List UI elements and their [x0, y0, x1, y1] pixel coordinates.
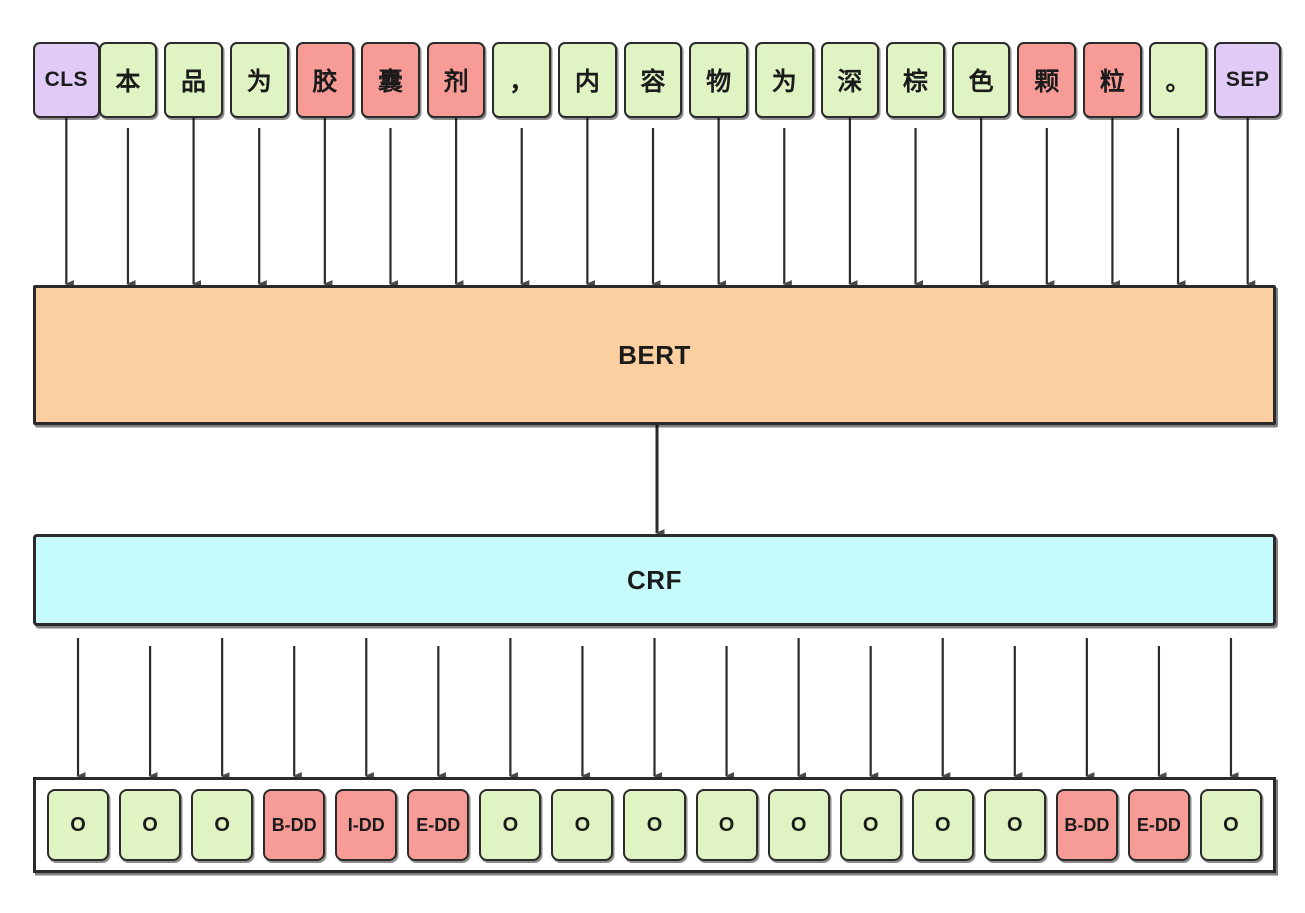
- input-token-label: 颗: [1034, 68, 1060, 96]
- input-token-label: ，: [509, 68, 535, 96]
- output-label-11[interactable]: O: [839, 789, 902, 861]
- input-token-8[interactable]: 内: [558, 42, 617, 118]
- input-token-label: 深: [837, 68, 863, 96]
- bert-layer[interactable]: BERT: [33, 285, 1276, 425]
- output-label-4[interactable]: I-DD: [335, 789, 398, 861]
- output-label-text: O: [934, 813, 951, 836]
- input-token-7[interactable]: ，: [492, 42, 552, 118]
- output-label-row: O O O B-DD I-DD E-DD O O O O O O O O B-DD E-DD O: [33, 789, 1276, 861]
- output-label-7[interactable]: O: [551, 789, 614, 861]
- output-label-text: O: [718, 813, 735, 836]
- input-token-10[interactable]: 物: [689, 42, 748, 118]
- input-token-12[interactable]: 深: [820, 42, 880, 118]
- output-label-text: O: [1223, 813, 1239, 836]
- output-label-2[interactable]: O: [191, 789, 254, 861]
- input-token-label: 粒: [1099, 68, 1125, 96]
- crf-layer-label: CRF: [627, 564, 682, 595]
- input-token-label: 。: [1165, 68, 1191, 96]
- output-label-text: O: [142, 813, 158, 836]
- input-token-5[interactable]: 囊: [361, 42, 420, 118]
- input-token-label: 为: [771, 68, 797, 96]
- output-label-8[interactable]: O: [623, 789, 686, 861]
- input-token-label: 囊: [377, 68, 403, 96]
- output-label-text: E-DD: [1136, 814, 1181, 835]
- input-token-label: CLS: [44, 68, 89, 91]
- output-label-text: O: [574, 813, 591, 836]
- input-token-label: 剂: [443, 68, 469, 96]
- input-token-9[interactable]: 容: [623, 42, 683, 118]
- output-label-14[interactable]: B-DD: [1055, 789, 1118, 861]
- output-label-5[interactable]: E-DD: [407, 789, 470, 861]
- input-token-1[interactable]: 本: [98, 42, 158, 118]
- input-token-label: 容: [640, 68, 666, 96]
- input-token-label: 内: [574, 68, 600, 96]
- input-token-15[interactable]: 颗: [1017, 42, 1077, 118]
- input-token-2[interactable]: 品: [164, 42, 223, 118]
- input-token-18[interactable]: SEP: [1214, 42, 1281, 118]
- output-label-text: O: [790, 813, 807, 836]
- output-label-16[interactable]: O: [1199, 789, 1262, 861]
- output-label-text: O: [646, 813, 663, 836]
- output-label-text: O: [214, 813, 230, 836]
- input-token-0[interactable]: CLS: [33, 42, 100, 118]
- output-label-6[interactable]: O: [479, 789, 542, 861]
- output-label-text: O: [502, 813, 519, 836]
- input-token-label: 物: [706, 68, 732, 96]
- input-token-label: SEP: [1225, 68, 1270, 91]
- input-token-3[interactable]: 为: [229, 42, 289, 118]
- input-token-13[interactable]: 棕: [886, 42, 945, 118]
- output-label-text: O: [862, 813, 879, 836]
- input-token-4[interactable]: 胶: [295, 42, 355, 118]
- output-label-13[interactable]: O: [983, 789, 1046, 861]
- output-label-0[interactable]: O: [47, 789, 110, 861]
- input-token-11[interactable]: 为: [754, 42, 814, 118]
- input-token-17[interactable]: 。: [1148, 42, 1208, 118]
- bert-layer-label: BERT: [618, 339, 691, 370]
- input-token-label: 为: [246, 68, 272, 96]
- output-label-15[interactable]: E-DD: [1127, 789, 1190, 861]
- output-label-text: B-DD: [1064, 814, 1110, 835]
- input-token-label: 品: [181, 68, 207, 96]
- token-to-bert-arrows: [64, 118, 1256, 288]
- crf-layer[interactable]: CRF: [33, 534, 1276, 626]
- output-label-10[interactable]: O: [767, 789, 830, 861]
- input-token-16[interactable]: 粒: [1083, 42, 1142, 118]
- output-label-3[interactable]: B-DD: [263, 789, 326, 861]
- output-label-text: E-DD: [416, 814, 461, 835]
- output-label-1[interactable]: O: [119, 789, 182, 861]
- output-label-text: B-DD: [271, 814, 317, 835]
- input-token-row: CLS 本 品 为 胶 囊 剂 ， 内 容 物 为 深 棕 色 颗 粒 。 SEP: [33, 42, 1281, 118]
- output-label-9[interactable]: O: [695, 789, 758, 861]
- output-label-text: O: [1006, 813, 1023, 836]
- input-token-label: 胶: [312, 68, 338, 96]
- input-token-label: 色: [968, 68, 994, 96]
- output-label-12[interactable]: O: [911, 789, 974, 861]
- input-token-14[interactable]: 色: [951, 42, 1011, 118]
- output-label-text: O: [70, 813, 86, 836]
- output-label-text: I-DD: [347, 814, 385, 835]
- input-token-6[interactable]: 剂: [426, 42, 486, 118]
- input-token-label: 本: [115, 68, 141, 96]
- crf-to-label-arrows: [76, 638, 1239, 780]
- input-token-label: 棕: [903, 68, 929, 96]
